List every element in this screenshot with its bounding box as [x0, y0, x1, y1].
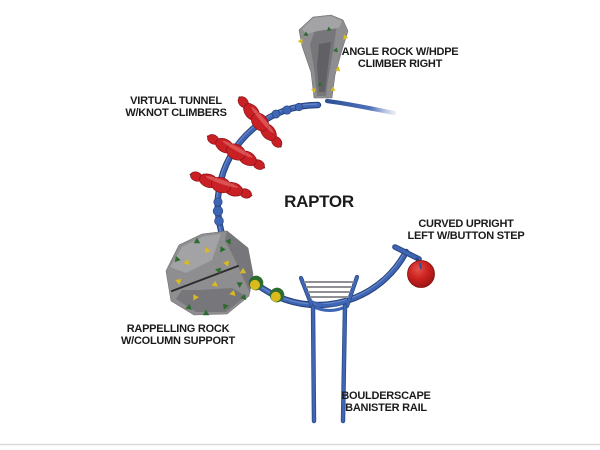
button-step-disc: [407, 260, 435, 288]
banister-rail: [298, 274, 360, 424]
callout-curved-upright: CURVED UPRIGHT LEFT W/BUTTON STEP: [407, 218, 525, 242]
callout-boulderscape: BOULDERSCAPE BANISTER RAIL: [341, 390, 431, 414]
callout-virtual-tunnel: VIRTUAL TUNNEL W/KNOT CLIMBERS: [125, 95, 227, 119]
callout-rappelling-rock: RAPPELLING ROCK W/COLUMN SUPPORT: [121, 323, 235, 347]
overhead-rail: [324, 98, 397, 116]
rappel-rope: [171, 265, 239, 292]
disc-step-2: [269, 287, 285, 303]
banister-posts: [310, 303, 348, 424]
curved-upright-button-step: [392, 244, 435, 288]
angle-rock-climber: [297, 14, 349, 99]
diagram-title: RAPTOR: [284, 192, 354, 211]
tube-knot-beads: [212, 102, 304, 226]
callout-angle-rock: ANGLE ROCK W/HDPE CLIMBER RIGHT: [341, 46, 459, 70]
disc-step-1: [248, 275, 264, 291]
knot-climber-2: [202, 128, 270, 176]
rappelling-rock: [165, 230, 254, 316]
